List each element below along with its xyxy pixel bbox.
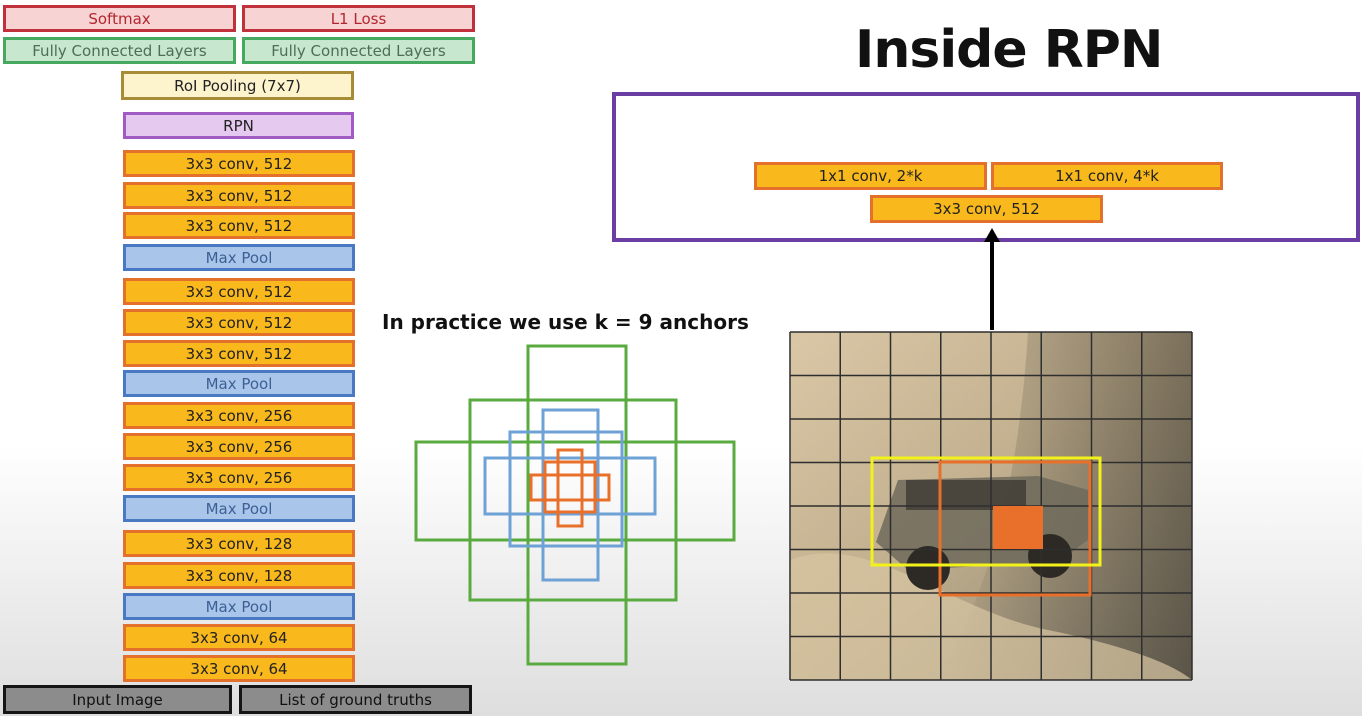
anchor-small-tall (556, 448, 584, 528)
feature-map-grid (789, 331, 1193, 681)
ground-truths-box: List of ground truths (239, 685, 472, 714)
anchors-caption: In practice we use k = 9 anchors (382, 310, 749, 334)
max-pool-layer: Max Pool (123, 495, 355, 522)
reg-conv-box: 1x1 conv, 4*k (991, 162, 1223, 190)
up-arrow-icon (984, 228, 1000, 330)
anchor-medium-wide (483, 456, 657, 516)
conv-layer: 3x3 conv, 256 (123, 402, 355, 429)
softmax-box: Softmax (3, 5, 236, 32)
conv-layer: 3x3 conv, 512 (123, 182, 355, 209)
conv-layer: 3x3 conv, 64 (123, 655, 355, 682)
fc-layers-right-box: Fully Connected Layers (242, 37, 475, 64)
max-pool-layer: Max Pool (123, 370, 355, 397)
conv-layer: 3x3 conv, 512 (123, 309, 355, 336)
anchor-large-square (468, 398, 678, 602)
anchor-medium-square (508, 430, 624, 548)
anchor-small-wide (529, 473, 611, 502)
conv-layer: 3x3 conv, 128 (123, 562, 355, 589)
cls-conv-box: 1x1 conv, 2*k (754, 162, 987, 190)
roi-pooling-box: RoI Pooling (7x7) (121, 71, 354, 100)
anchor-large-wide (414, 440, 736, 542)
conv-layer: 3x3 conv, 256 (123, 433, 355, 460)
anchor-medium-tall (541, 408, 600, 582)
max-pool-layer: Max Pool (123, 244, 355, 271)
conv-layer: 3x3 conv, 512 (123, 150, 355, 177)
anchor-small-square (543, 460, 597, 514)
conv-layer: 3x3 conv, 512 (123, 340, 355, 367)
conv-layer: 3x3 conv, 128 (123, 530, 355, 557)
rpn-box: RPN (123, 112, 354, 139)
conv-layer: 3x3 conv, 256 (123, 464, 355, 491)
conv-layer: 3x3 conv, 64 (123, 624, 355, 651)
fc-layers-left-box: Fully Connected Layers (3, 37, 236, 64)
anchor-large-tall (526, 344, 628, 666)
max-pool-layer: Max Pool (123, 593, 355, 620)
highlight-cell (993, 506, 1043, 549)
conv-layer: 3x3 conv, 512 (123, 278, 355, 305)
shared-conv-box: 3x3 conv, 512 (870, 195, 1103, 223)
l1-loss-box: L1 Loss (242, 5, 475, 32)
page-title: Inside RPN (855, 20, 1163, 80)
input-image-box: Input Image (3, 685, 232, 714)
conv-layer: 3x3 conv, 512 (123, 212, 355, 239)
anchor-boxes-diagram (414, 344, 736, 666)
anchor-box-orange (938, 460, 1092, 597)
ground-truth-box (870, 456, 1102, 567)
